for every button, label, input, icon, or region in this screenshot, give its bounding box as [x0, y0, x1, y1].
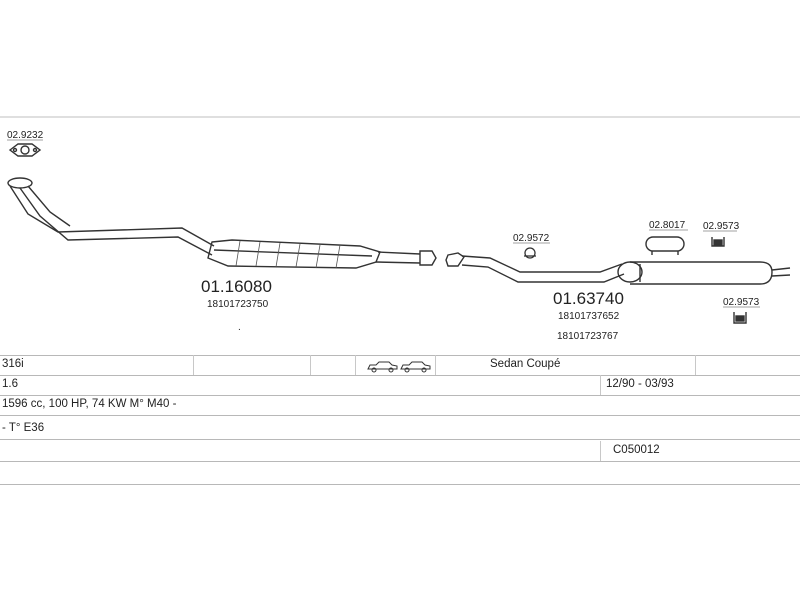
chassis-code: - T° E36	[2, 422, 45, 434]
table-row: - T° E36	[0, 419, 800, 439]
production-period: 12/90 - 03/93	[606, 378, 674, 390]
hanger-part-number: 02.8017	[649, 220, 686, 231]
table-row: 316i Sedan Coupé	[0, 355, 800, 375]
car-silhouettes-icon	[367, 359, 431, 376]
exhaust-system-diagram: 02.9232 01.16080 18101723750 . 02.9572	[0, 116, 800, 342]
vehicle-model: 316i	[2, 358, 24, 370]
body-type: Sedan Coupé	[490, 358, 561, 370]
hanger-ring-icon	[645, 236, 685, 255]
rear-silencer-part-number: 01.63740	[553, 289, 624, 308]
rear-silencer-icon	[445, 252, 791, 285]
clamp-part-number: 02.9572	[513, 233, 550, 244]
gasket-part-number: 02.9232	[7, 130, 44, 141]
table-row: C050012	[0, 441, 800, 461]
rear-silencer-oe-number-2: 18101723767	[557, 331, 619, 342]
engine-spec: 1596 cc, 100 HP, 74 KW M° M40 -	[2, 398, 177, 410]
front-pipe-part-number: 01.16080	[201, 277, 272, 296]
clamp-icon	[524, 247, 536, 259]
vehicle-info-table: 316i Sedan Coupé 1.6 12/90 - 03/93 1596 …	[0, 355, 800, 485]
rubber-mount-bottom-icon	[733, 312, 747, 324]
front-pipe-ribs	[235, 240, 341, 269]
rear-silencer-oe-number-1: 18101737652	[558, 311, 620, 322]
rubber-mount-top-icon	[711, 237, 725, 247]
small-mark: .	[238, 322, 241, 333]
rubber-mount-top-part-number: 02.9573	[703, 221, 740, 232]
catalog-code: C050012	[613, 444, 660, 456]
table-row: 1596 cc, 100 HP, 74 KW M° M40 -	[0, 395, 800, 415]
gasket-icon	[8, 143, 42, 157]
table-row: 1.6 12/90 - 03/93	[0, 375, 800, 395]
rubber-mount-bottom-part-number: 02.9573	[723, 297, 760, 308]
front-pipe-icon	[7, 177, 437, 269]
front-pipe-oe-number: 18101723750	[207, 299, 269, 310]
engine-size: 1.6	[2, 378, 18, 390]
